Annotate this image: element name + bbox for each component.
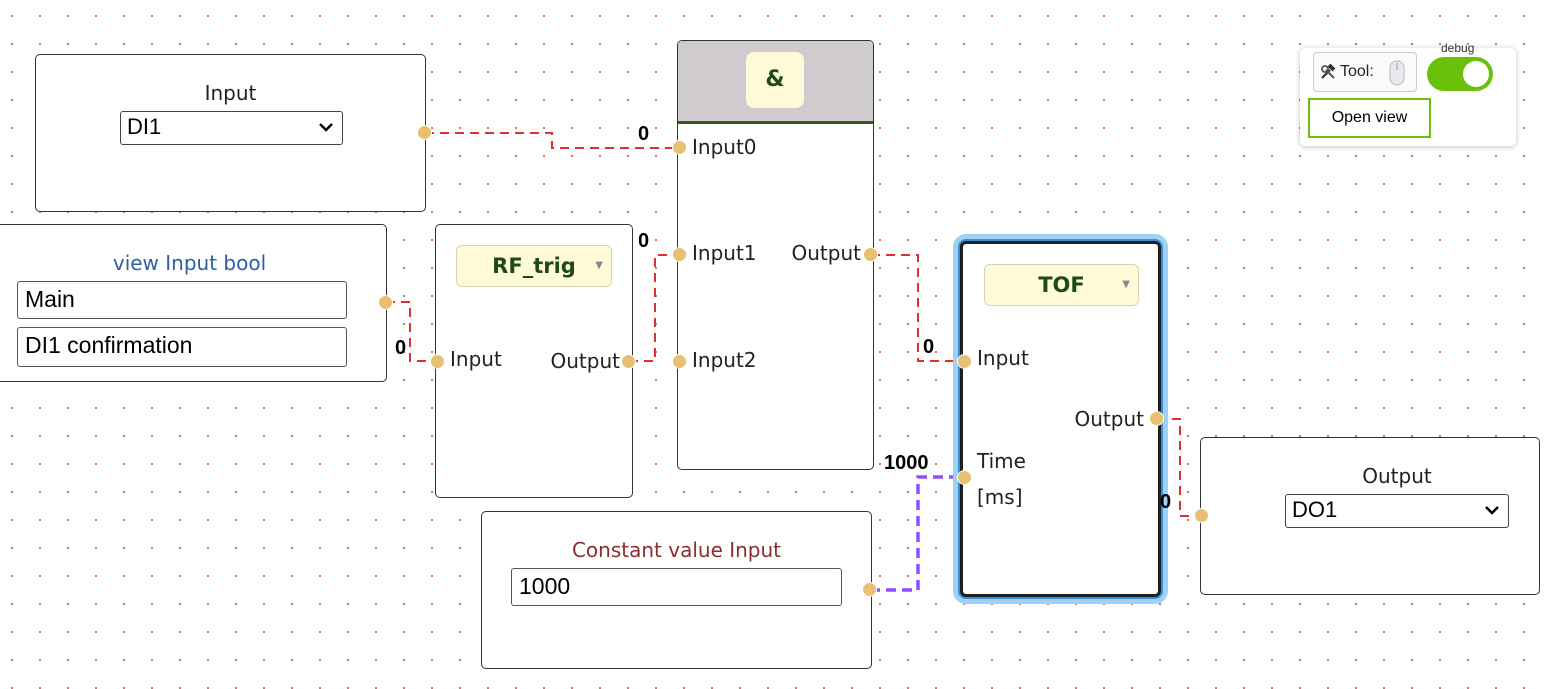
tof-output-label: Output [1074, 407, 1144, 431]
open-view-button[interactable]: Open view [1308, 98, 1431, 138]
rf-trig-node[interactable]: RF_trig ▼ Input Output [435, 224, 633, 498]
input-node[interactable]: Input DI1 [35, 54, 426, 212]
port-tof-in[interactable] [957, 354, 972, 369]
port-rf-trig-in[interactable] [430, 354, 445, 369]
tool-label: Tool: [1340, 63, 1374, 80]
port-and-out[interactable] [863, 247, 878, 262]
port-output-in[interactable] [1194, 508, 1209, 523]
debug-toggle-knob [1463, 61, 1489, 87]
chevron-down-icon [1484, 495, 1500, 536]
port-input-node-out[interactable] [417, 125, 432, 140]
tool-selector[interactable]: Tool: [1313, 52, 1417, 92]
port-tof-out[interactable] [1149, 411, 1164, 426]
view-name-field[interactable]: Main [17, 281, 347, 319]
wire-value-rf-to-and: 0 [638, 230, 650, 252]
output-node[interactable]: Output DO1 [1200, 437, 1540, 595]
tof-time-label: Time [977, 449, 1026, 473]
view-description-field[interactable]: DI1 confirmation [17, 327, 347, 367]
wire-value-view-to-rf: 0 [395, 337, 407, 359]
output-channel-select[interactable]: DO1 [1285, 494, 1509, 528]
wire-input-to-and[interactable] [425, 132, 680, 149]
rf-trig-type-select[interactable]: RF_trig ▼ [456, 245, 612, 287]
wire-value-tof-to-output: 0 [1160, 491, 1172, 513]
and-input1-label: Input1 [692, 241, 757, 265]
view-input-node-title: view Input bool [112, 251, 267, 275]
input-node-title: Input [204, 81, 257, 105]
port-view-node-out[interactable] [378, 295, 393, 310]
hammer-wrench-icon [1320, 63, 1336, 84]
tof-node[interactable]: TOF ▼ Input Time [ms] Output [960, 241, 1161, 597]
debug-toggle[interactable] [1427, 57, 1493, 91]
mouse-icon [1387, 59, 1407, 91]
wire-value-const-to-tof: 1000 [884, 452, 929, 474]
wire-value-and-to-tof: 0 [923, 336, 935, 358]
constant-value-field[interactable]: 1000 [511, 568, 842, 606]
port-const-out[interactable] [862, 582, 877, 597]
output-channel-value: DO1 [1292, 497, 1338, 522]
wire-rf-to-and[interactable] [629, 254, 680, 362]
and-input2-label: Input2 [692, 348, 757, 372]
wire-and-to-tof[interactable] [871, 254, 965, 362]
chevron-down-icon [318, 112, 334, 153]
tof-type-select[interactable]: TOF ▼ [984, 264, 1139, 306]
constant-node-title: Constant value Input [571, 538, 782, 562]
constant-node[interactable]: Constant value Input 1000 [481, 511, 872, 669]
and-output-label: Output [791, 241, 861, 265]
wire-view-to-rf[interactable] [386, 301, 437, 362]
tof-input-label: Input [977, 346, 1029, 370]
wire-value-input-to-and: 0 [638, 123, 650, 145]
and-gate-symbol: & [746, 52, 804, 108]
tof-time-unit: [ms] [977, 485, 1023, 509]
caret-down-icon: ▼ [1122, 279, 1130, 290]
input-channel-select[interactable]: DI1 [120, 111, 343, 145]
input-channel-value: DI1 [127, 114, 162, 139]
and-gate-node[interactable]: & Input0 Input1 Input2 Output [677, 40, 874, 470]
view-input-node[interactable]: view Input bool Main DI1 confirmation [0, 224, 387, 382]
and-input0-label: Input0 [692, 135, 757, 159]
rf-trig-input-label: Input [450, 347, 502, 371]
caret-down-icon: ▼ [595, 260, 603, 271]
port-and-in2[interactable] [672, 354, 687, 369]
wire-const-to-tof[interactable] [870, 475, 965, 592]
port-and-in1[interactable] [672, 247, 687, 262]
debug-label: debug [1441, 41, 1475, 55]
port-and-in0[interactable] [672, 140, 687, 155]
port-tof-time[interactable] [957, 470, 972, 485]
port-rf-trig-out[interactable] [621, 354, 636, 369]
output-node-title: Output [1362, 464, 1432, 488]
rf-trig-output-label: Output [550, 349, 620, 373]
toolbar-panel: Tool: debug Open view [1300, 41, 1516, 146]
